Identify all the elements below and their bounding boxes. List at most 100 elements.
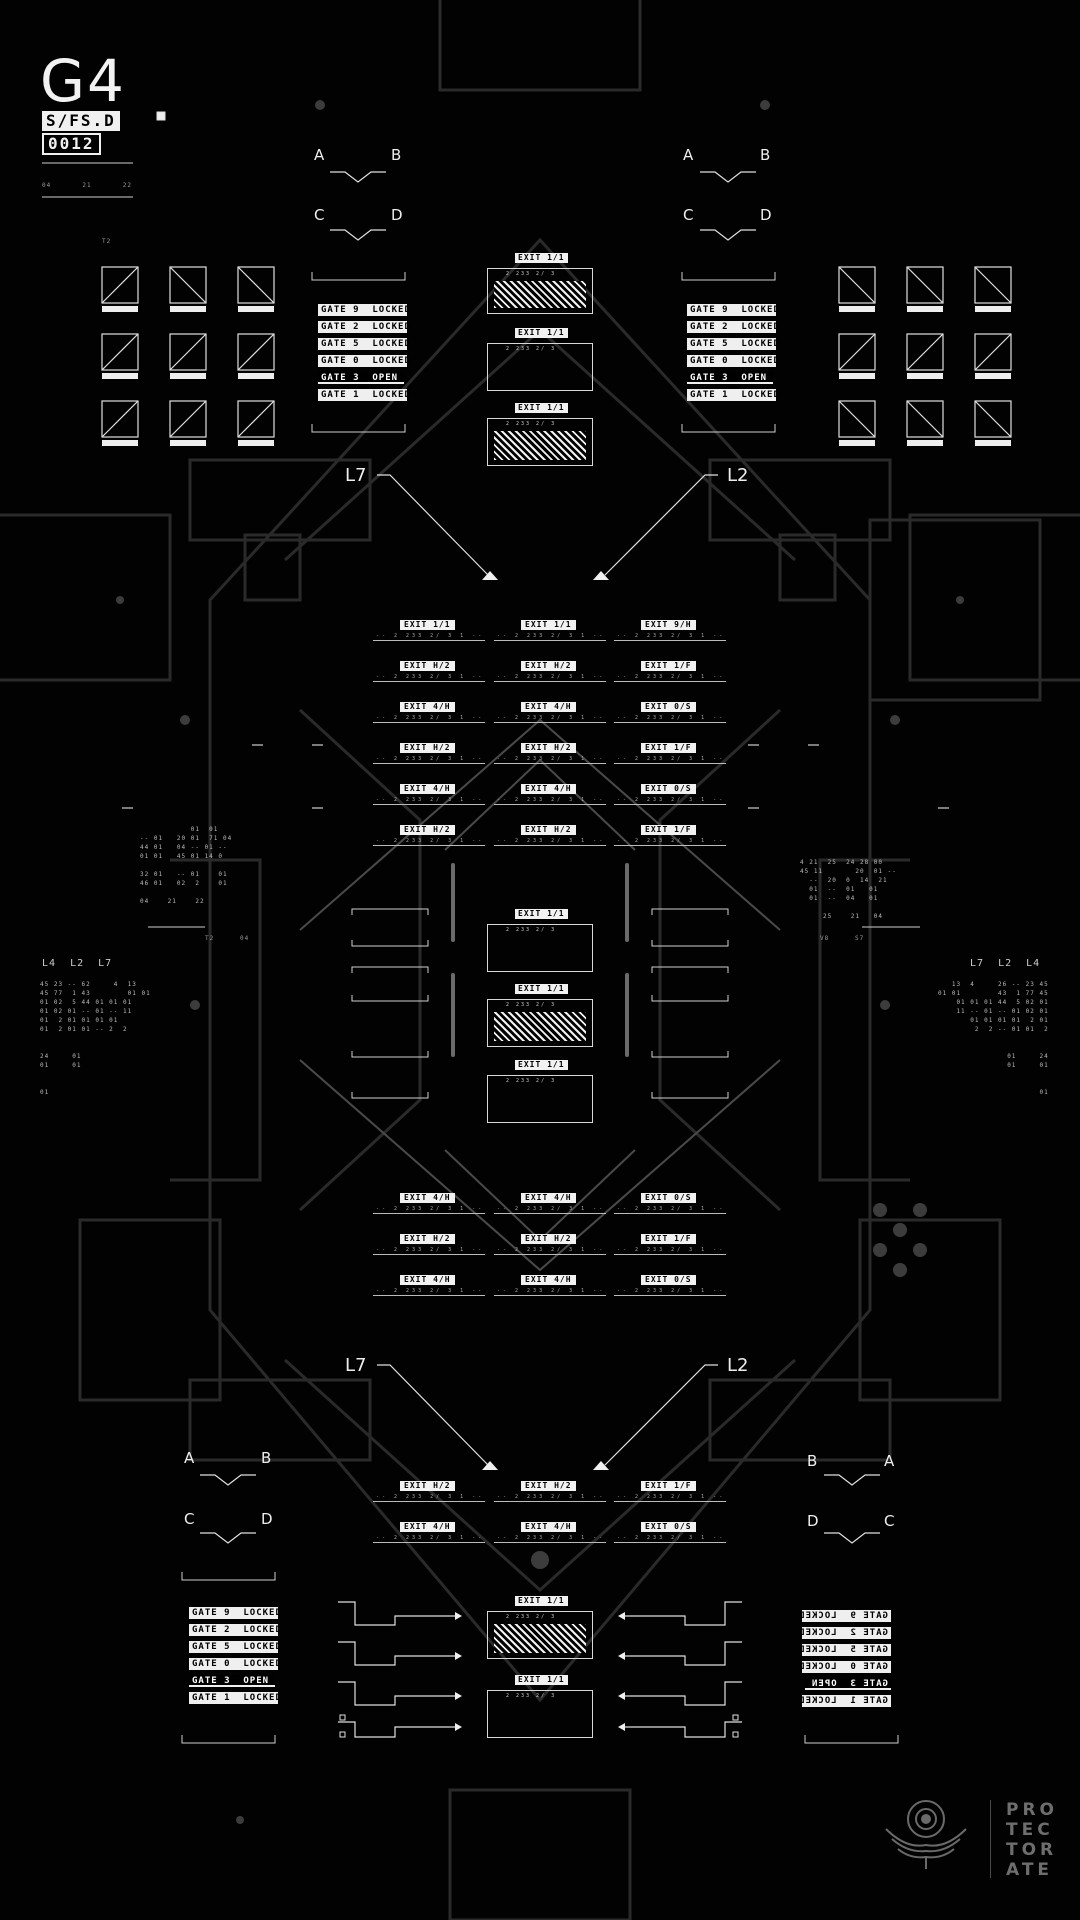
gate-row[interactable]: GATE 5 LOCKED <box>687 338 779 350</box>
exit-tag-rule <box>614 1254 726 1255</box>
marker-l7-top: L7 <box>345 465 367 486</box>
exit-box-caption: 2 233 2/ 3 <box>506 1693 557 1699</box>
gate-row[interactable]: GATE 9 LOCKED <box>318 304 410 316</box>
exit-tag[interactable]: EXIT 1/1 <box>521 620 576 630</box>
exit-tag-caption: -- 2 233 2/ 3 1 -- <box>617 1535 726 1541</box>
gate-row[interactable]: GATE 3 OPEN <box>687 372 773 384</box>
exit-box-mid-3[interactable]: 2 233 2/ 3 <box>487 1075 593 1123</box>
exit-tag-rule <box>494 722 606 723</box>
exit-box-caption: 2 233 2/ 3 <box>506 346 557 352</box>
header-meta-1: 21 <box>82 182 92 189</box>
gate-row[interactable]: GATE 1 LOCKED <box>798 1695 891 1707</box>
exit-tag-caption: -- 2 233 2/ 3 1 -- <box>497 715 606 721</box>
gate-row[interactable]: GATE 2 LOCKED <box>798 1627 891 1639</box>
exit-tag[interactable]: EXIT H/2 <box>521 661 576 671</box>
exit-box-bottom-2[interactable]: 2 233 2/ 3 <box>487 1690 593 1738</box>
exit-tag-caption: -- 2 233 2/ 3 1 -- <box>497 756 606 762</box>
gate-row[interactable]: GATE 2 LOCKED <box>318 321 410 333</box>
logo-line-1: PRO <box>1006 1800 1059 1820</box>
gate-row[interactable]: GATE 5 LOCKED <box>318 338 410 350</box>
exit-tag-rule <box>614 1542 726 1543</box>
exit-tag[interactable]: EXIT 1/F <box>641 661 696 671</box>
gate-row[interactable]: GATE 0 LOCKED <box>318 355 410 367</box>
exit-box-mid-1[interactable]: 2 233 2/ 3 <box>487 924 593 972</box>
label-b-bottom-left: B <box>261 1449 272 1467</box>
exit-tag-caption: -- 2 233 2/ 3 1 -- <box>497 633 606 639</box>
sector-tag-label: S/FS.D <box>42 111 120 131</box>
gate-row[interactable]: GATE 0 LOCKED <box>687 355 779 367</box>
exit-tag-rule <box>373 1213 485 1214</box>
gate-row[interactable]: GATE 1 LOCKED <box>318 389 410 401</box>
exit-tag[interactable]: EXIT 0/S <box>641 702 696 712</box>
exit-tag[interactable]: EXIT 4/H <box>400 784 455 794</box>
header-meta-2: 22 <box>122 182 132 189</box>
exit-tag-rule <box>614 1295 726 1296</box>
exit-tag[interactable]: EXIT H/2 <box>521 1481 576 1491</box>
exit-tag-rule <box>614 763 726 764</box>
exit-tag-caption: -- 2 233 2/ 3 1 -- <box>617 674 726 680</box>
gate-row[interactable]: GATE 5 LOCKED <box>189 1641 281 1653</box>
exit-tag[interactable]: EXIT H/2 <box>400 825 455 835</box>
exit-tag[interactable]: EXIT 1/F <box>641 743 696 753</box>
exit-tag[interactable]: EXIT H/2 <box>521 825 576 835</box>
exit-tag[interactable]: EXIT H/2 <box>400 1481 455 1491</box>
exit-tag[interactable]: EXIT 9/H <box>641 620 696 630</box>
exit-fill-hatched <box>494 431 586 460</box>
label-b-top-left: B <box>391 146 402 164</box>
exit-tag-rule <box>373 722 485 723</box>
exit-box-top-1[interactable]: 2 233 2/ 3 <box>487 268 593 314</box>
label-c-bottom-left: C <box>184 1510 195 1528</box>
exit-tag[interactable]: EXIT 4/H <box>521 784 576 794</box>
exit-tag[interactable]: EXIT H/2 <box>521 743 576 753</box>
exit-tag[interactable]: EXIT 1/F <box>641 1481 696 1491</box>
exit-tag[interactable]: EXIT H/2 <box>521 1234 576 1244</box>
exit-tag[interactable]: EXIT 0/S <box>641 1275 696 1285</box>
gate-row[interactable]: GATE 2 LOCKED <box>189 1624 281 1636</box>
gate-row[interactable]: GATE 3 OPEN <box>318 372 404 384</box>
gate-row[interactable]: GATE 5 LOCKED <box>798 1644 891 1656</box>
gate-row[interactable]: GATE 3 OPEN <box>189 1675 275 1687</box>
exit-tag[interactable]: EXIT 0/S <box>641 784 696 794</box>
exit-tag[interactable]: EXIT 1/F <box>641 1234 696 1244</box>
gate-row[interactable]: GATE 0 LOCKED <box>189 1658 281 1670</box>
label-c-bottom-right: C <box>884 1512 895 1530</box>
exit-fill-hatched <box>494 1012 586 1041</box>
exit-tag[interactable]: EXIT H/2 <box>400 661 455 671</box>
exit-tag-rule <box>494 1295 606 1296</box>
exit-tag-rule <box>373 681 485 682</box>
exit-tag[interactable]: EXIT 1/F <box>641 825 696 835</box>
exit-tag[interactable]: EXIT H/2 <box>400 743 455 753</box>
exit-tag[interactable]: EXIT 4/H <box>521 1193 576 1203</box>
gate-row[interactable]: GATE 9 LOCKED <box>798 1610 891 1622</box>
gate-row[interactable]: GATE 9 LOCKED <box>687 304 779 316</box>
exit-tag[interactable]: EXIT 4/H <box>400 1275 455 1285</box>
exit-box-mid-2[interactable]: 2 233 2/ 3 <box>487 999 593 1047</box>
exit-tag[interactable]: EXIT 4/H <box>400 1522 455 1532</box>
gate-row[interactable]: GATE 2 LOCKED <box>687 321 779 333</box>
exit-tag-caption: -- 2 233 2/ 3 1 -- <box>617 756 726 762</box>
exit-tag-caption: -- 2 233 2/ 3 1 -- <box>376 633 485 639</box>
exit-tag[interactable]: EXIT 4/H <box>400 1193 455 1203</box>
exit-tag[interactable]: EXIT 4/H <box>521 1522 576 1532</box>
sector-tag: S/FS.D <box>42 111 120 131</box>
exit-tag[interactable]: EXIT 1/1 <box>400 620 455 630</box>
exit-tag[interactable]: EXIT 0/S <box>641 1193 696 1203</box>
exit-tag[interactable]: EXIT 4/H <box>400 702 455 712</box>
gate-row[interactable]: GATE 9 LOCKED <box>189 1607 281 1619</box>
gate-row[interactable]: GATE 1 LOCKED <box>189 1692 281 1704</box>
exit-tag[interactable]: EXIT H/2 <box>400 1234 455 1244</box>
gate-row[interactable]: GATE 3 OPEN <box>805 1678 891 1690</box>
exit-tag[interactable]: EXIT 4/H <box>521 702 576 712</box>
protectorate-emblem-icon <box>885 1800 967 1869</box>
exit-tag-rule <box>614 640 726 641</box>
gate-row[interactable]: GATE 0 LOCKED <box>798 1661 891 1673</box>
exit-box-bottom-1[interactable]: 2 233 2/ 3 <box>487 1611 593 1659</box>
exit-tag-caption: -- 2 233 2/ 3 1 -- <box>376 1206 485 1212</box>
exit-tag-caption: -- 2 233 2/ 3 1 -- <box>617 1206 726 1212</box>
gate-row[interactable]: GATE 1 LOCKED <box>687 389 779 401</box>
exit-tag[interactable]: EXIT 4/H <box>521 1275 576 1285</box>
exit-tag[interactable]: EXIT 0/S <box>641 1522 696 1532</box>
sensor-grid-right <box>838 266 1012 446</box>
exit-box-top-2[interactable]: 2 233 2/ 3 <box>487 343 593 391</box>
exit-box-top-3[interactable]: 2 233 2/ 3 <box>487 418 593 466</box>
